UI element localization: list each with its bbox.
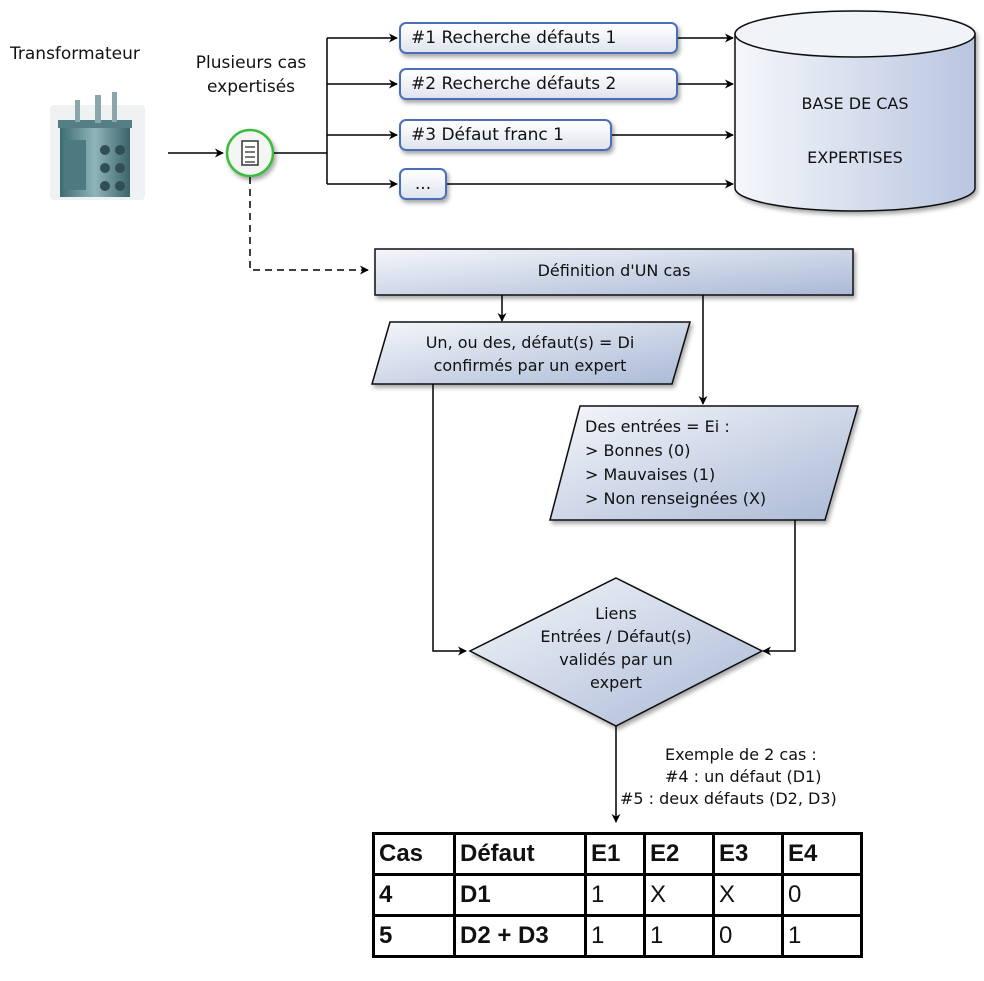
case-tag-2[interactable]: #2 Recherche défauts 2	[399, 68, 678, 100]
case-database	[734, 10, 976, 212]
decision-line3: validés par un	[559, 650, 673, 669]
definition-label: Définition d'UN cas	[537, 261, 691, 280]
table-cell: 1	[584, 914, 646, 958]
table-cell: 1	[643, 914, 715, 958]
cases-table: Cas Défaut E1 E2 E3 E4 4 D1 1 X X 0 5 D2…	[372, 832, 863, 958]
case-tag-more[interactable]: ...	[399, 168, 447, 200]
decision-line4: expert	[590, 673, 642, 692]
table-row: 5 D2 + D3 1 1 0 1	[372, 914, 863, 958]
fan-out-connectors	[274, 33, 734, 189]
arrow-faults-to-decision	[432, 384, 467, 656]
inputs-line4: > Non renseignées (X)	[585, 489, 767, 508]
table-cell: 1	[584, 873, 646, 917]
inputs-line3: > Mauvaises (1)	[585, 465, 716, 484]
decision-line2: Entrées / Défaut(s)	[540, 627, 692, 646]
inputs-line1: Des entrées = Ei :	[585, 417, 730, 436]
expertised-label: expertisés	[206, 77, 296, 97]
table-cell: X	[643, 873, 715, 917]
table-cell: X	[712, 873, 784, 917]
table-cell: D2 + D3	[453, 914, 587, 958]
example-line3: #5 : deux défauts (D2, D3)	[620, 789, 837, 808]
header-cell: E1	[584, 832, 646, 876]
faults-line1: Un, ou des, défaut(s) = Di	[425, 333, 635, 352]
table-cell: 0	[712, 914, 784, 958]
inputs-box	[549, 405, 859, 521]
arrow-inputs-to-decision	[762, 520, 796, 656]
header-cell: E4	[781, 832, 863, 876]
dashed-connector	[249, 177, 369, 275]
header-cell: E2	[643, 832, 715, 876]
table-cell: 4	[372, 873, 456, 917]
table-cell: 0	[781, 873, 863, 917]
case-tag-3[interactable]: #3 Défaut franc 1	[399, 119, 612, 151]
inputs-line2: > Bonnes (0)	[585, 441, 691, 460]
document-icon	[225, 128, 275, 178]
table-cell: D1	[453, 873, 587, 917]
several-cases-label: Plusieurs cas	[195, 53, 307, 73]
decision-line1: Liens	[595, 604, 637, 623]
table-cell: 5	[372, 914, 456, 958]
faults-box	[371, 321, 691, 385]
database-label-line1: BASE DE CAS	[801, 94, 909, 113]
definition-box	[374, 248, 854, 296]
faults-line2: confirmés par un expert	[433, 356, 627, 375]
case-tag-1[interactable]: #1 Recherche défauts 1	[399, 22, 678, 54]
header-cell: Cas	[372, 832, 456, 876]
table-cell: 1	[781, 914, 863, 958]
table-row: 4 D1 1 X X 0	[372, 873, 863, 917]
example-line2: #4 : un défaut (D1)	[665, 767, 822, 786]
table-header-row: Cas Défaut E1 E2 E3 E4	[372, 832, 863, 876]
example-line1: Exemple de 2 cas :	[665, 745, 817, 764]
database-label-line2: EXPERTISES	[807, 148, 903, 167]
transformer-icon	[50, 92, 145, 200]
header-cell: E3	[712, 832, 784, 876]
header-cell: Défaut	[453, 832, 587, 876]
transformer-label: Transformateur	[10, 44, 140, 64]
